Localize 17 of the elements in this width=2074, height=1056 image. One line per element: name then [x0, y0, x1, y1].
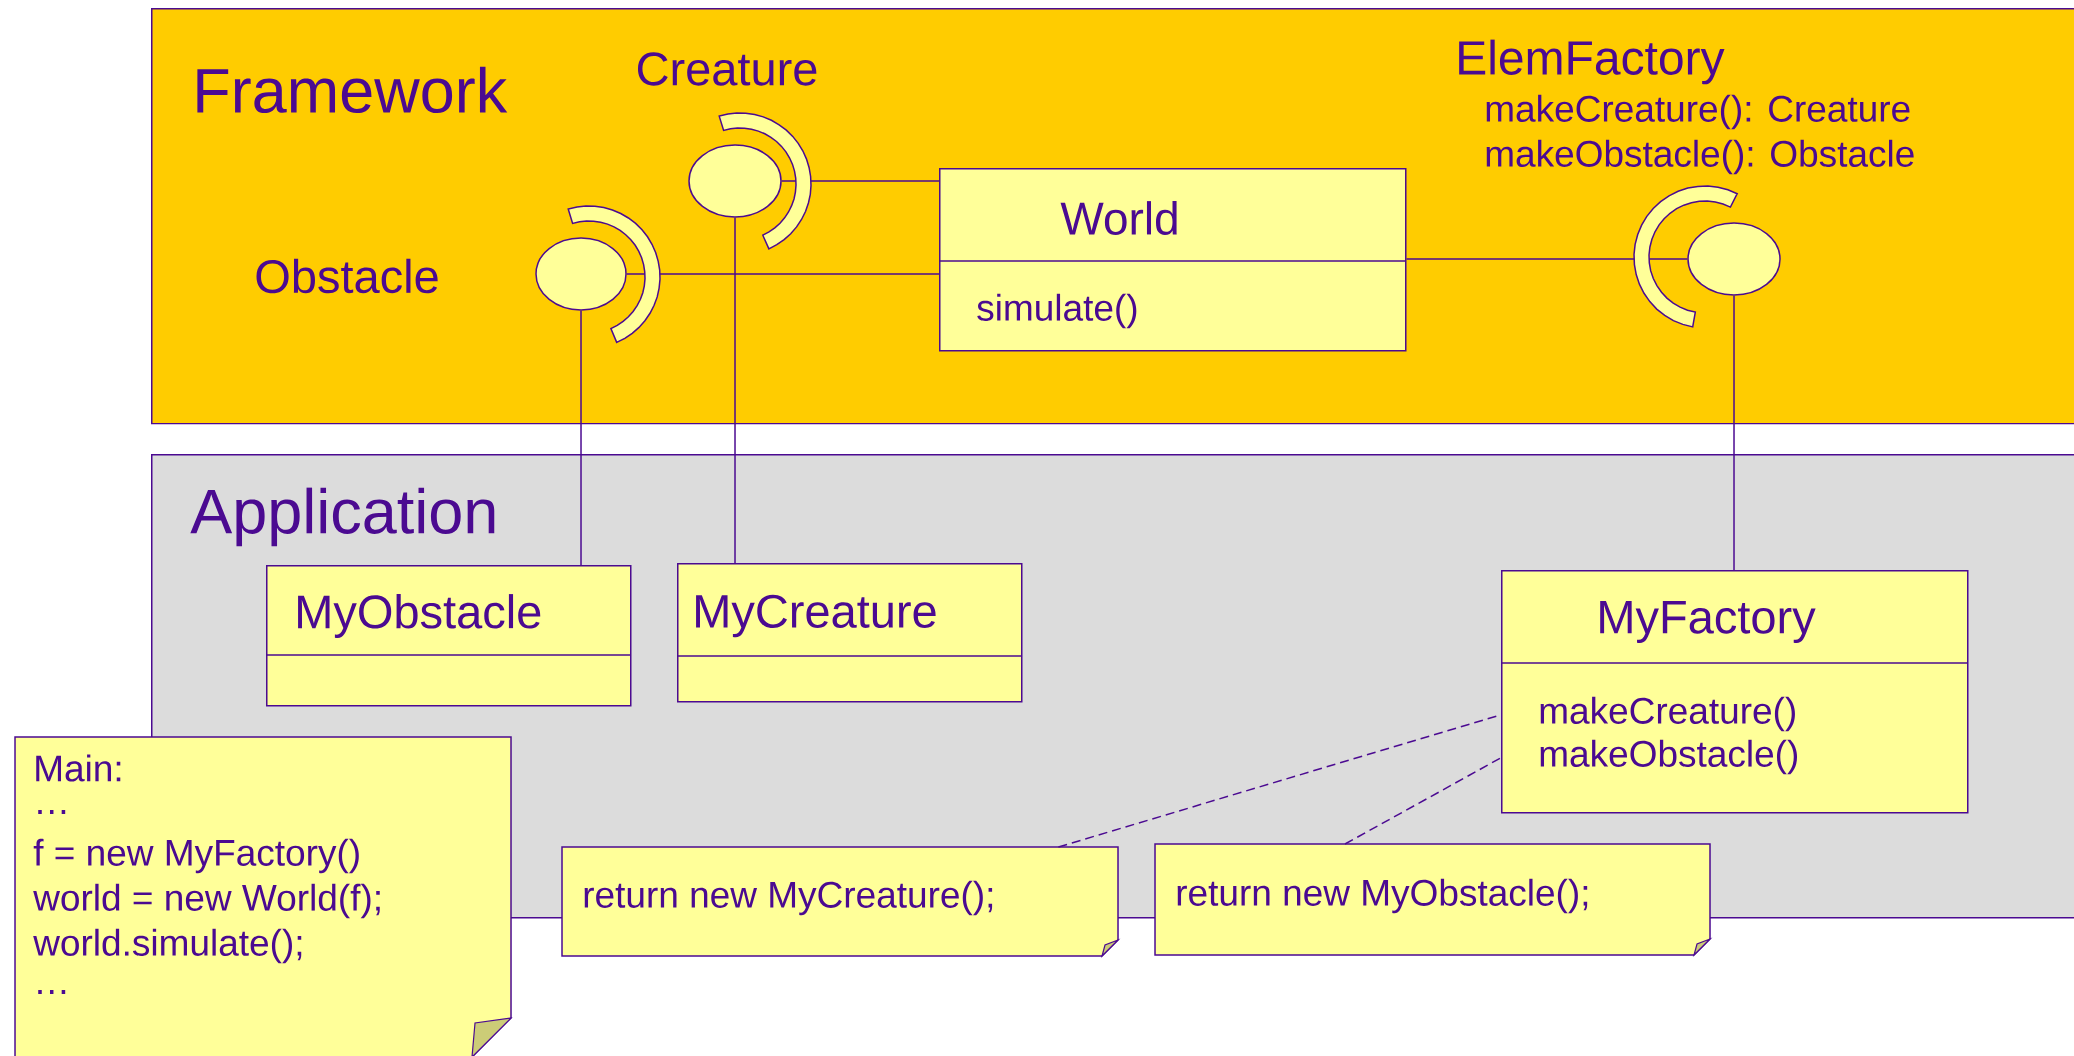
assembly-connector: [567, 205, 940, 344]
class-box: MyCreature: [676, 563, 1023, 703]
layer-title: Framework: [197, 66, 508, 114]
interface-label: Creature: [637, 52, 817, 86]
class-box: MyFactory makeCreature() makeObstacle(): [1500, 570, 1969, 814]
assembly-connector: [718, 112, 940, 250]
connector-line: [734, 217, 736, 564]
operation-signature: makeObstacle(): Obstacle: [1486, 139, 1914, 175]
class-box: MyObstacle: [265, 565, 632, 707]
operation-signature: makeCreature(): Creature: [1486, 94, 1910, 130]
connector-line: [580, 310, 582, 566]
interface-label: ElemFactory: [1459, 39, 1725, 85]
class-box: World simulate(): [938, 168, 1407, 352]
layer-title: Application: [190, 487, 495, 547]
dashed-connector: [1344, 757, 1502, 845]
interface-label: Obstacle: [256, 258, 438, 294]
connector-line: [1733, 295, 1735, 571]
